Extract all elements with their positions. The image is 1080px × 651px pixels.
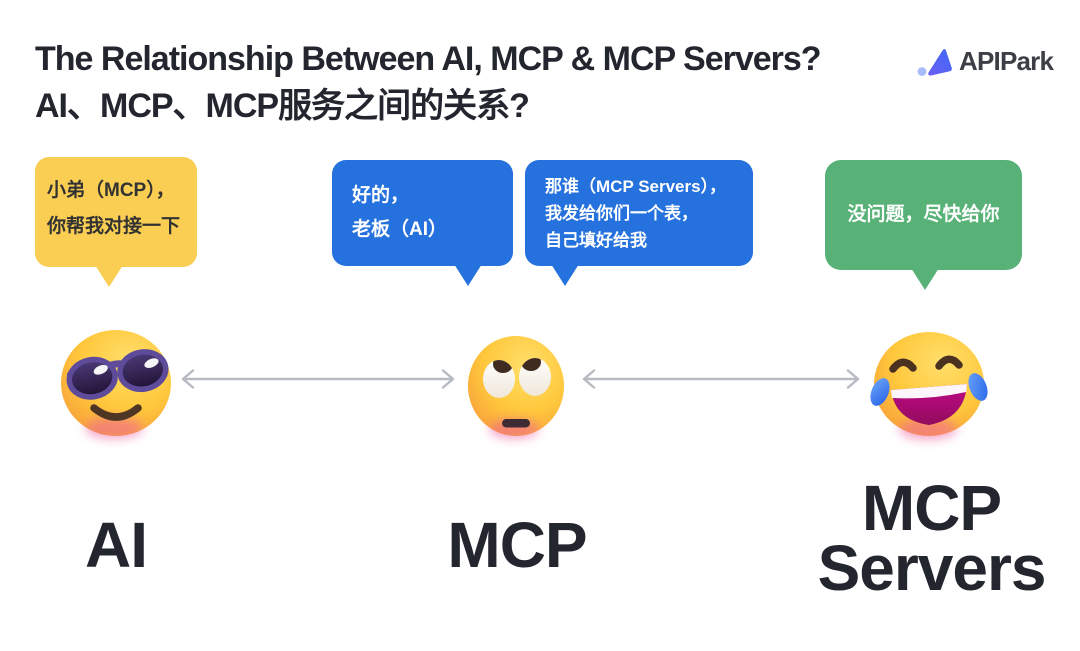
bubble-tail	[551, 264, 579, 286]
bubble-text-line: 老板（AI）	[352, 219, 448, 240]
speech-bubble-servers-reply: 没问题，尽快给你	[825, 160, 1022, 290]
bubble-tail	[911, 268, 939, 290]
speech-bubble-mcp-acknowledge: 好的， 老板（AI）	[332, 160, 513, 286]
bubble-text-line: 那谁（MCP Servers），	[545, 176, 727, 196]
speech-bubble-mcp-forward: 那谁（MCP Servers）， 我发给你们一个表， 自己填好给我	[525, 160, 753, 286]
apipark-logo: APIPark	[916, 44, 1054, 78]
page-title-chinese: AI、MCP、MCP服务之间的关系?	[35, 87, 530, 125]
apipark-logo-text: APIPark	[959, 45, 1054, 76]
bubble-text-line: 你帮我对接一下	[47, 216, 181, 237]
actor-label-mcp: MCP	[447, 509, 587, 581]
bubble-text-line: 自己填好给我	[545, 230, 647, 250]
bubble-text-line: 小弟（MCP），	[47, 180, 175, 201]
bubble-tail	[95, 265, 123, 287]
laughing-tears-face-emoji	[870, 330, 990, 440]
double-arrow-icon	[181, 369, 455, 389]
bubble-text-line: 没问题，尽快给你	[847, 203, 1000, 225]
double-arrow-icon	[582, 369, 860, 389]
speech-bubble-ai-request: 小弟（MCP）， 你帮我对接一下	[35, 157, 197, 287]
apipark-logo-icon	[917, 49, 952, 76]
eye-roll-face-emoji	[466, 334, 566, 439]
page-title-english: The Relationship Between AI, MCP & MCP S…	[35, 40, 822, 78]
sunglasses-face-emoji	[58, 328, 174, 440]
actor-label-mcp-servers: MCP Servers	[817, 472, 1047, 604]
bubble-tail	[454, 264, 482, 286]
bubble-text-line: 好的，	[352, 185, 410, 206]
actor-label-ai: AI	[85, 509, 148, 581]
page-title: The Relationship Between AI, MCP & MCP S…	[35, 36, 822, 130]
bubble-text-line: 我发给你们一个表，	[545, 203, 698, 223]
